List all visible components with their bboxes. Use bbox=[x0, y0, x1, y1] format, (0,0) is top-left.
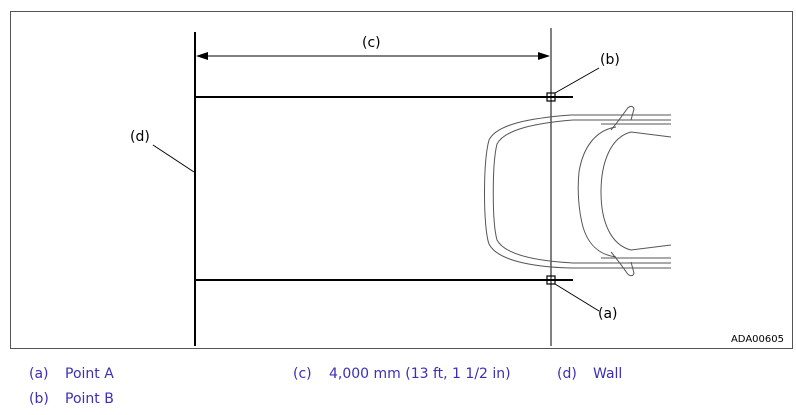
legend-item-d: (d) Wall bbox=[557, 366, 622, 382]
legend-item-a: (a) Point A bbox=[29, 366, 114, 382]
diagram-drawing bbox=[152, 28, 672, 346]
wall-leader bbox=[152, 144, 195, 173]
legend-text: Point B bbox=[65, 391, 114, 407]
point-b-marker bbox=[546, 92, 556, 102]
legend-key: (c) bbox=[293, 366, 312, 382]
callout-d: (d) bbox=[130, 129, 150, 145]
legend-key: (b) bbox=[29, 391, 49, 407]
legend-item-c: (c) 4,000 mm (13 ft, 1 1/2 in) bbox=[293, 366, 511, 382]
point-b-leader bbox=[554, 67, 600, 94]
callout-a: (a) bbox=[598, 306, 618, 322]
diagram-frame: (c) (b) (d) (a) ADA00605 bbox=[10, 11, 793, 349]
legend-item-b: (b) Point B bbox=[29, 391, 114, 407]
legend-key: (a) bbox=[29, 366, 49, 382]
figure-id: ADA00605 bbox=[730, 334, 784, 345]
dimension-arrow-right bbox=[538, 52, 550, 60]
dimension-arrow-left bbox=[196, 52, 208, 60]
point-a-marker bbox=[546, 275, 556, 285]
legend-key: (d) bbox=[557, 366, 577, 382]
callout-b: (b) bbox=[600, 52, 620, 68]
legend-text: Wall bbox=[593, 366, 623, 382]
point-a-leader bbox=[554, 283, 600, 312]
legend-text: 4,000 mm (13 ft, 1 1/2 in) bbox=[329, 366, 511, 382]
car-illustration bbox=[484, 105, 672, 277]
callout-c: (c) bbox=[362, 35, 381, 51]
legend-text: Point A bbox=[65, 366, 114, 382]
